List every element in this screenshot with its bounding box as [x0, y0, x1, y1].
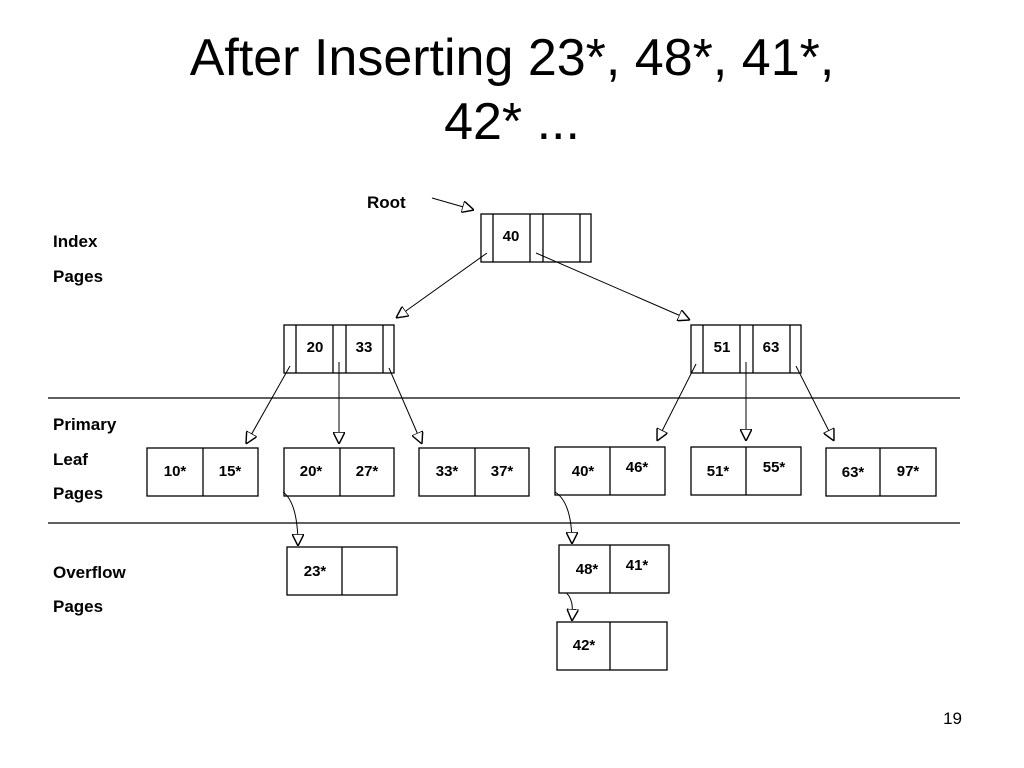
label-primary: Primary	[53, 415, 117, 434]
leaf-page-4: 40* 46*	[554, 446, 666, 496]
right-node-key-2: 63	[763, 339, 780, 356]
overflow-page-2: 48* 41*	[558, 544, 670, 594]
arrow-right-to-leaf-4	[657, 363, 697, 441]
arrow-left-to-leaf-3	[388, 367, 422, 444]
left-node-key-2: 33	[356, 339, 373, 356]
leaf-entry: 37*	[491, 463, 514, 480]
leaf-page-2: 20* 27*	[283, 447, 395, 497]
label-leaf-pages: Pages	[53, 484, 103, 503]
arrow-root-to-right	[535, 252, 690, 320]
arrow-root-to-left	[396, 252, 488, 318]
arrow-leaf-4-to-overflow	[554, 491, 572, 544]
overflow-entry: 48*	[576, 561, 599, 578]
leaf-entry: 20*	[300, 463, 323, 480]
right-node-key-1: 51	[714, 339, 731, 356]
overflow-entry: 42*	[573, 637, 596, 654]
leaf-entry: 40*	[572, 463, 595, 480]
arrow-overflow-to-overflow	[562, 589, 572, 621]
label-index-pages: Pages	[53, 267, 103, 286]
leaf-page-3: 33* 37*	[418, 447, 530, 497]
overflow-entry: 41*	[626, 557, 649, 574]
root-label: Root	[367, 193, 406, 212]
root-pointer-arrow	[431, 197, 474, 210]
leaf-page-5: 51* 55*	[690, 446, 802, 496]
left-node-key-1: 20	[307, 339, 324, 356]
label-overflow: Overflow	[53, 563, 127, 582]
leaf-entry: 51*	[707, 463, 730, 480]
arrow-left-to-leaf-1	[246, 365, 291, 444]
slide-title: After Inserting 23*, 48*, 41*, 42* ...	[0, 26, 1024, 154]
leaf-entry: 10*	[164, 463, 187, 480]
root-index-node: 40	[480, 213, 592, 263]
overflow-page-1: 23*	[286, 546, 398, 596]
label-overflow-pages: Pages	[53, 597, 103, 616]
leaf-entry: 55*	[763, 459, 786, 476]
leaf-entry: 15*	[219, 463, 242, 480]
leaf-entry: 27*	[356, 463, 379, 480]
leaf-entry: 33*	[436, 463, 459, 480]
title-line-2: 42* ...	[444, 93, 580, 151]
leaf-page-1: 10* 15*	[146, 447, 259, 497]
title-line-1: After Inserting 23*, 48*, 41*,	[189, 29, 835, 87]
overflow-entry: 23*	[304, 563, 327, 580]
overflow-page-3: 42*	[556, 621, 668, 671]
leaf-entry: 63*	[842, 464, 865, 481]
label-leaf: Leaf	[53, 450, 88, 469]
page-number: 19	[943, 709, 962, 728]
leaf-entry: 97*	[897, 463, 920, 480]
root-key: 40	[503, 228, 520, 245]
arrow-leaf-2-to-overflow	[282, 491, 298, 546]
leaf-page-6: 63* 97*	[825, 447, 937, 497]
leaf-entry: 46*	[626, 459, 649, 476]
arrow-right-to-leaf-6	[795, 365, 834, 441]
label-index: Index	[53, 232, 98, 251]
